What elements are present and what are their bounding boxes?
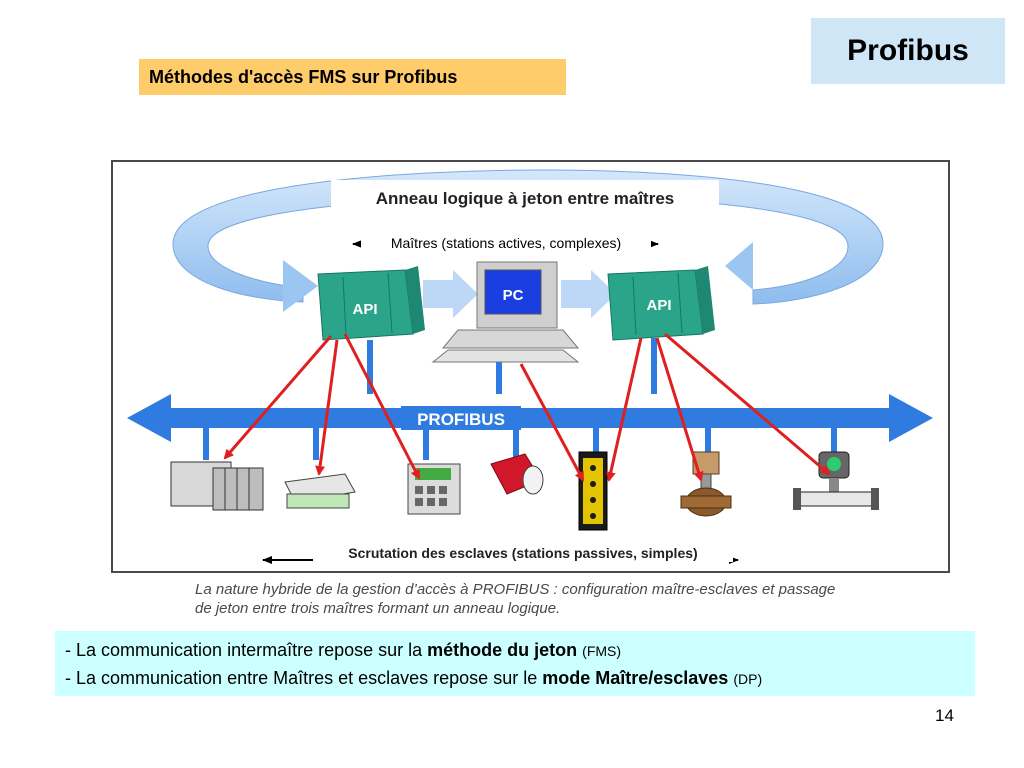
note-1-bold: méthode du jeton bbox=[427, 640, 578, 660]
slide-subtitle: Méthodes d'accès FMS sur Profibus bbox=[139, 59, 566, 95]
slaves-label: Scrutation des esclaves (stations passiv… bbox=[348, 545, 697, 561]
slave-io-rack bbox=[170, 461, 264, 511]
note-1-suffix: (FMS) bbox=[582, 643, 622, 659]
slave-bus-drops bbox=[203, 428, 837, 460]
caption-line-2: de jeton entre trois maîtres formant un … bbox=[195, 600, 561, 617]
slave-flowmeter bbox=[793, 451, 879, 510]
slave-motor-drive bbox=[490, 453, 544, 495]
ring-label: Anneau logique à jeton entre maîtres bbox=[376, 189, 675, 208]
ring-arrow-left bbox=[283, 260, 318, 312]
note-2-suffix: (DP) bbox=[733, 671, 763, 687]
note-line-1: - La communication intermaître repose su… bbox=[65, 637, 965, 665]
api-left-label: API bbox=[352, 301, 377, 318]
profibus-diagram: Anneau logique à jeton entre maîtres Maî… bbox=[111, 160, 950, 573]
slave-control-valve bbox=[680, 451, 732, 517]
api-right-label: API bbox=[646, 297, 671, 314]
note-2-text: - La communication entre Maîtres et escl… bbox=[65, 668, 543, 688]
ring-arrow-pc-api bbox=[561, 270, 616, 318]
ring-arrow-right bbox=[725, 242, 753, 290]
diagram-svg: Anneau logique à jeton entre maîtres Maî… bbox=[127, 169, 933, 564]
slave-terminal-block bbox=[578, 451, 608, 531]
pc-label: PC bbox=[503, 287, 524, 304]
pc-master: PC bbox=[431, 261, 580, 363]
figure-caption: La nature hybride de la gestion d’accès … bbox=[195, 580, 935, 618]
ring-arrow-api-pc bbox=[423, 270, 478, 318]
brand-title: Profibus bbox=[811, 18, 1005, 84]
note-line-2: - La communication entre Maîtres et escl… bbox=[65, 665, 965, 693]
note-1-text: - La communication intermaître repose su… bbox=[65, 640, 428, 660]
note-2-bold: mode Maître/esclaves bbox=[542, 668, 729, 688]
slave-module bbox=[284, 473, 356, 509]
bus-label: PROFIBUS bbox=[417, 410, 505, 429]
polling-arrows bbox=[223, 332, 831, 482]
ring-label-box bbox=[331, 180, 719, 214]
master-bus-drops bbox=[367, 338, 657, 394]
profibus-bus bbox=[127, 394, 933, 442]
api-master-left: API bbox=[317, 266, 425, 341]
notes-box: - La communication intermaître repose su… bbox=[55, 631, 975, 696]
caption-line-1: La nature hybride de la gestion d’accès … bbox=[195, 581, 836, 598]
page-number: 14 bbox=[935, 706, 954, 725]
masters-label: Maîtres (stations actives, complexes) bbox=[391, 235, 621, 251]
api-master-right: API bbox=[607, 266, 715, 341]
